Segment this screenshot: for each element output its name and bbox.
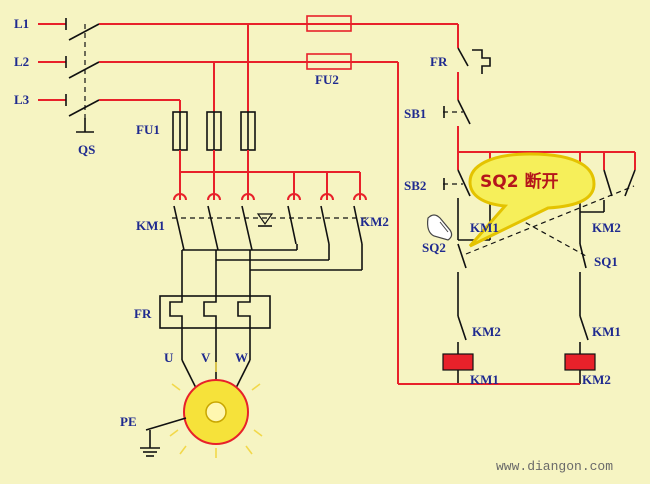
motor-wiring [181,244,363,296]
label-sq2: SQ2 [422,240,446,255]
label-km2-hold: KM2 [592,220,621,235]
bus-lines [99,23,458,112]
watermark: www.diangon.com [496,459,613,474]
label-l3: L3 [14,92,30,107]
label-w: W [235,350,248,365]
label-qs: QS [78,142,95,157]
label-km1-interlock: KM1 [592,324,621,339]
callout-balloon: SQ2 断开 [468,152,596,248]
label-pe: PE [120,414,137,429]
label-km1-hold: KM1 [470,220,499,235]
label-sq1: SQ1 [594,254,618,269]
label-fr-main: FR [134,306,152,321]
label-fu1: FU1 [136,122,160,137]
hand-pointer-icon [427,214,453,241]
callout-text: SQ2 断开 [480,171,558,192]
label-km1-coil: KM1 [470,372,499,387]
main-distribution [179,150,361,200]
km1-coil [442,353,474,371]
km2-coil [564,353,596,371]
label-km2-coil: KM2 [582,372,611,387]
fu2-fuses [306,15,352,70]
label-fu2: FU2 [315,72,339,87]
qs-switch [65,18,100,133]
labels: L1 L2 L3 QS FU1 FU2 KM1 KM2 FR U V W PE … [14,16,621,474]
label-u: U [164,350,174,365]
label-sb1: SB1 [404,106,426,121]
label-l1: L1 [14,16,29,31]
incoming-lines [38,23,66,101]
label-km2-main: KM2 [360,214,389,229]
label-sb2: SB2 [404,178,426,193]
label-fr-ctrl: FR [430,54,448,69]
fr-thermal-relay [159,295,271,360]
label-v: V [201,350,211,365]
label-l2: L2 [14,54,29,69]
fu1-fuses [172,111,256,151]
km-main-contacts [172,193,367,251]
label-km1-main: KM1 [136,218,165,233]
motor [140,359,263,458]
label-km2-interlock: KM2 [472,324,501,339]
